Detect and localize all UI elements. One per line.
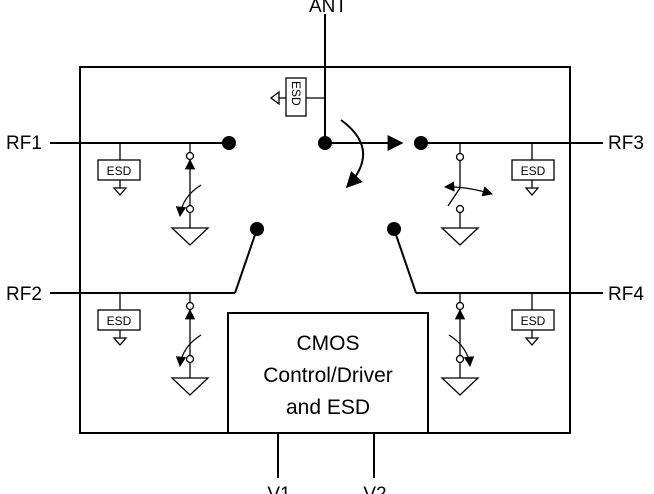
cmos-line1: CMOS: [297, 332, 360, 355]
ground-icon: [170, 227, 210, 246]
ground-icon: [112, 337, 128, 346]
rf2-esd-label: ESD: [107, 314, 132, 328]
ant-esd-box: [285, 77, 307, 117]
rf1-esd-box: [97, 159, 141, 181]
cmos-line2: Control/Driver: [263, 364, 393, 387]
ant-label: ANT: [309, 0, 347, 17]
rf4-esd-label: ESD: [521, 314, 546, 328]
rf1-label: RF1: [6, 133, 42, 154]
ground-icon: [440, 377, 480, 396]
ground-icon: [524, 337, 540, 346]
rf4-label: RF4: [608, 284, 644, 305]
v1-label: V1: [267, 484, 290, 494]
rf4-path: RF4 ESD: [387, 222, 644, 396]
ant-esd-label: ESD: [289, 81, 303, 106]
rf1-path: RF1 ESD: [6, 133, 236, 246]
ground-icon: [112, 187, 128, 196]
rf2-path: RF2 ESD: [6, 222, 264, 396]
rf1-throw-node: [222, 136, 236, 150]
v2-label: V2: [363, 484, 386, 494]
rf3-esd-label: ESD: [521, 164, 546, 178]
ground-icon: [170, 377, 210, 396]
rf2-esd-box: [97, 309, 141, 331]
rf2-label: RF2: [6, 284, 42, 305]
ant-esd-cell: ESD: [269, 77, 325, 117]
ant-ground-icon: [269, 90, 280, 106]
rf3-esd-box: [511, 159, 555, 181]
rf4-esd-box: [511, 309, 555, 331]
rf3-label: RF3: [608, 133, 644, 154]
cmos-control-block: CMOS Control/Driver and ESD: [227, 312, 429, 434]
rotation-arrow-icon: [340, 119, 364, 189]
ground-icon: [440, 227, 480, 246]
rf1-esd-label: ESD: [107, 164, 132, 178]
ground-icon: [524, 187, 540, 196]
cmos-line3: and ESD: [286, 396, 370, 419]
rf3-path: RF3 ESD: [414, 133, 644, 246]
